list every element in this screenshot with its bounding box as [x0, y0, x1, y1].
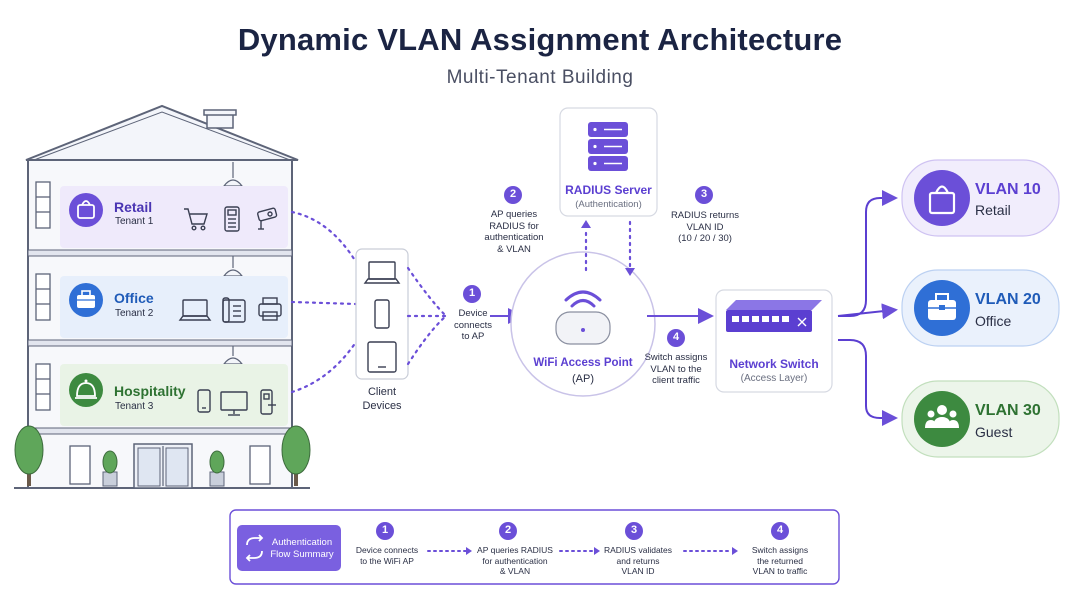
page-subtitle: Multi-Tenant Building	[446, 67, 634, 88]
step-3-text: RADIUS returns VLAN ID (10 / 20 / 30)	[670, 210, 740, 244]
flow-step-2-text: AP queries RADIUS for authentication & V…	[477, 545, 553, 576]
tenant-office-name: Office	[114, 290, 154, 306]
vlan-20-briefcase-icon	[914, 280, 970, 336]
step-4-badge	[667, 329, 685, 347]
flow-step-1-text: Device connects to the WiFi AP	[355, 545, 419, 566]
shopping-cart-icon	[184, 208, 208, 231]
flow-step-1-number: 1	[381, 524, 389, 536]
radius-sub: (Authentication)	[575, 199, 642, 210]
vlan-10-bag-icon	[914, 170, 970, 226]
step-2-text: AP queries RADIUS for authentication & V…	[484, 209, 544, 255]
vlan-10-name: VLAN 10	[975, 181, 1041, 198]
security-camera-icon	[257, 207, 278, 230]
client-devices-panel	[355, 248, 409, 380]
payment-terminal-icon	[224, 206, 240, 232]
flow-summary-label: Authentication Flow Summary	[270, 537, 334, 560]
refresh-icon	[245, 534, 264, 562]
flow-step-3-number: 3	[630, 524, 638, 536]
vlan-20-name: VLAN 20	[975, 291, 1041, 308]
tenant-office-sub: Tenant 2	[115, 308, 154, 319]
vlan-30-name: VLAN 30	[975, 402, 1041, 419]
office-briefcase-icon	[69, 283, 103, 317]
flow-step-2-number: 2	[504, 524, 512, 536]
wifi-icon	[564, 290, 602, 308]
tenant-panel-retail	[60, 186, 288, 248]
step-2-number: 2	[509, 188, 517, 200]
smartphone-icon	[197, 389, 211, 413]
step-1-number: 1	[468, 287, 476, 299]
retail-bag-icon	[69, 193, 103, 227]
step-2-badge	[504, 186, 522, 204]
client-tablet-icon	[367, 341, 397, 373]
flow-step-3-text: RADIUS validates and returns VLAN ID	[603, 545, 673, 576]
tenant-hospitality-name: Hospitality	[114, 383, 186, 399]
vlan-20-sub: Office	[975, 313, 1012, 329]
step-4-text: Switch assigns VLAN to the client traffi…	[644, 352, 708, 386]
flow-step-4-text: Switch assigns the returned VLAN to traf…	[751, 545, 809, 576]
vlan-30-guests-icon	[914, 391, 970, 447]
ap-name: WiFi Access Point	[533, 357, 633, 369]
switch-name: Network Switch	[729, 357, 819, 371]
step-3-number: 3	[700, 188, 708, 200]
tv-icon	[220, 391, 248, 416]
printer-icon	[258, 297, 282, 321]
flow-summary-label-box	[237, 525, 341, 571]
network-switch-icon	[726, 300, 822, 332]
step-1-text: Device connects to AP	[453, 308, 493, 342]
laptop-icon	[178, 299, 212, 321]
step-3-badge	[695, 186, 713, 204]
door-lock-icon	[260, 389, 276, 415]
desk-phone-icon	[222, 297, 246, 323]
client-phone-icon	[374, 299, 390, 329]
client-devices-label: Client Devices	[362, 386, 402, 412]
vlan-30-sub: Guest	[975, 424, 1013, 440]
tenant-retail-name: Retail	[114, 199, 153, 215]
ap-sub: (AP)	[572, 373, 594, 385]
step-4-number: 4	[672, 331, 680, 343]
access-point-device-icon	[555, 311, 611, 345]
step-1-badge	[463, 285, 481, 303]
hospitality-bell-icon	[69, 373, 103, 407]
tenant-hospitality-sub: Tenant 3	[115, 401, 154, 412]
tenant-retail-sub: Tenant 1	[115, 216, 154, 227]
client-laptop-icon	[363, 261, 401, 284]
vlan-10-sub: Retail	[975, 202, 1011, 218]
radius-name: RADIUS Server	[565, 183, 652, 197]
server-rack-icon	[588, 122, 628, 171]
page-title: Dynamic VLAN Assignment Architecture	[237, 22, 843, 57]
flow-step-4-number: 4	[776, 524, 784, 536]
switch-sub: (Access Layer)	[740, 373, 808, 384]
